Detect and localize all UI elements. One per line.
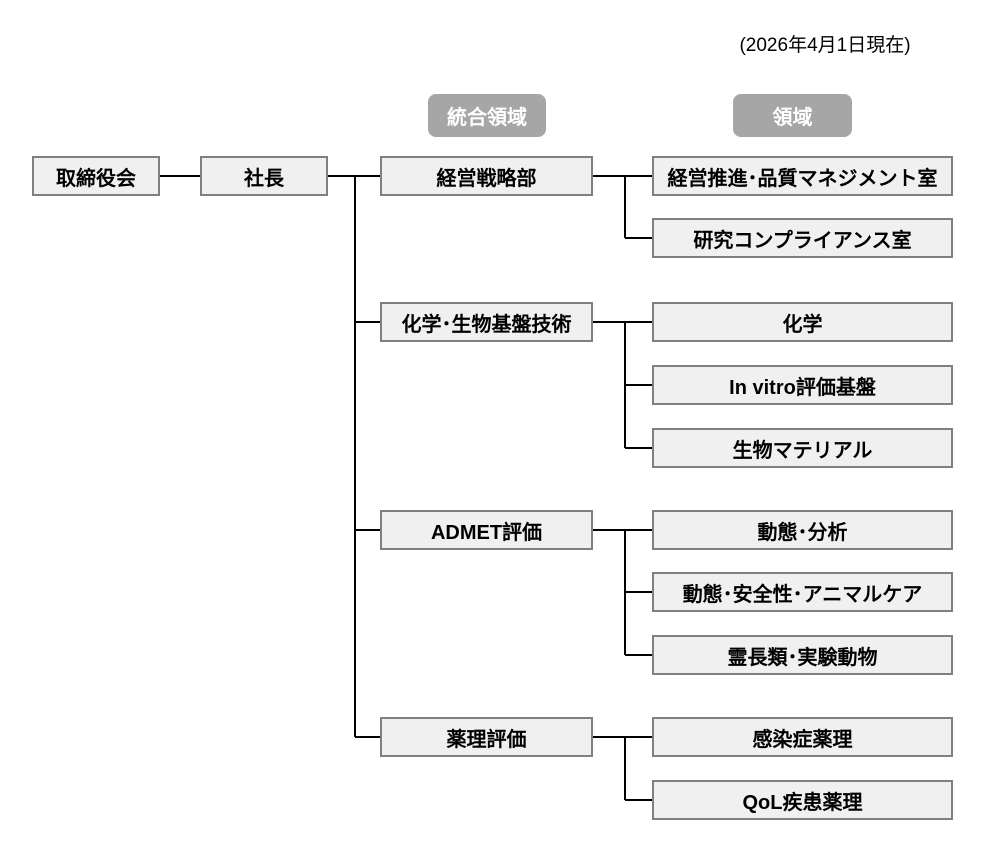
- node-group-chemistry-biology-platform: 化学･生物基盤技術: [380, 302, 593, 342]
- node-child-qol-disease-pharmacology: QoL疾患薬理: [652, 780, 953, 820]
- node-child-chemistry: 化学: [652, 302, 953, 342]
- node-group-management-strategy: 経営戦略部: [380, 156, 593, 196]
- node-child-research-compliance: 研究コンプライアンス室: [652, 218, 953, 258]
- node-group-admet-evaluation: ADMET評価: [380, 510, 593, 550]
- node-child-infectious-disease-pharmacology: 感染症薬理: [652, 717, 953, 757]
- header-badge-integrated-domain: 統合領域: [428, 94, 546, 137]
- header-badge-domain: 領域: [733, 94, 852, 137]
- node-board-of-directors: 取締役会: [32, 156, 160, 196]
- node-child-kinetics-analysis: 動態･分析: [652, 510, 953, 550]
- node-child-management-promotion-quality: 経営推進･品質マネジメント室: [652, 156, 953, 196]
- node-president: 社長: [200, 156, 328, 196]
- node-child-biological-materials: 生物マテリアル: [652, 428, 953, 468]
- node-group-pharmacology-evaluation: 薬理評価: [380, 717, 593, 757]
- node-child-kinetics-safety-animal-care: 動態･安全性･アニマルケア: [652, 572, 953, 612]
- date-note: (2026年4月1日現在): [739, 35, 911, 56]
- node-child-primates-laboratory-animals: 霊長類･実験動物: [652, 635, 953, 675]
- node-child-in-vitro-evaluation-platform: In vitro評価基盤: [652, 365, 953, 405]
